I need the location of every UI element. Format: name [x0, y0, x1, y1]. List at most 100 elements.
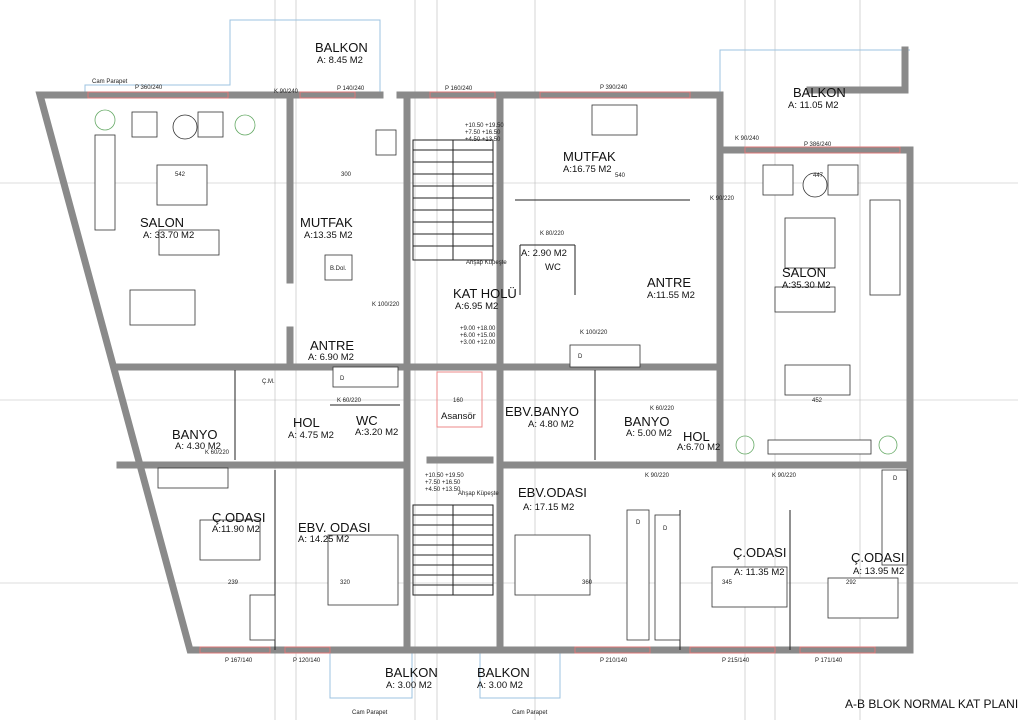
room-area: A:13.35 M2 [304, 230, 353, 241]
room-area: A: 8.45 M2 [317, 55, 363, 66]
room-area: A: 3.00 M2 [386, 680, 432, 691]
plan-line [689, 646, 776, 654]
plan-line [84, 19, 381, 95]
plan-line [869, 199, 901, 296]
plan-label: K 60/220 [337, 398, 362, 404]
plan-label: 540 [615, 173, 626, 179]
room-name: MUTFAK [563, 149, 616, 164]
plan-label: Cam Parapet [352, 710, 388, 716]
room-name: WC [356, 413, 378, 428]
plan-label: 360 [582, 580, 593, 586]
plan-label: D [340, 376, 345, 382]
plan-line [249, 594, 276, 641]
plan-line [827, 577, 899, 619]
plan-line [574, 646, 651, 654]
plan-label: 292 [846, 580, 857, 586]
room-name: ANTRE [647, 275, 691, 290]
plan-line [881, 469, 908, 566]
plan-line [332, 366, 399, 388]
plan-line [429, 91, 496, 99]
plan-label: D [663, 526, 668, 532]
plan-label: D [578, 354, 583, 360]
plan-line [569, 344, 641, 368]
plan-label: K 80/220 [540, 231, 565, 237]
door-labels: K 90/240 K 90/240 K 100/220 K 100/220 K … [205, 89, 797, 479]
lower-stair: +10.50 +19.50 +7.50 +16.50 +4.50 +13.50 … [412, 473, 499, 596]
plan-line [591, 104, 638, 136]
plan-line [784, 217, 836, 269]
room-name: BALKON [793, 85, 846, 100]
plan-label: B.Dol. [330, 266, 347, 272]
plan-label: D [636, 520, 641, 526]
plan-line [156, 164, 208, 206]
plan-label: +9.00 +18.00 [460, 326, 496, 332]
room-area: A: 17.15 M2 [523, 502, 574, 513]
plan-label: P 140/240 [337, 86, 365, 92]
plan-line [767, 439, 872, 455]
plan-label: K 90/220 [710, 196, 735, 202]
plan-label: P 120/140 [293, 658, 321, 664]
plan-label: +10.50 +19.50 [465, 123, 504, 129]
plan-label: P 360/240 [135, 85, 163, 91]
room-area: A: 6.90 M2 [308, 352, 354, 363]
plan-label: +6.00 +15.00 [460, 333, 496, 339]
plan-label: 452 [812, 398, 823, 404]
room-name: HOL [293, 415, 320, 430]
room-area: A: 4.80 M2 [528, 419, 574, 430]
plan-line [329, 650, 413, 699]
room-name: Ç.ODASI [733, 545, 786, 560]
plan-label: +7.50 +16.50 [465, 130, 501, 136]
dimensions: 542 300 540 447 452 239 320 360 345 292 … [175, 172, 857, 586]
plan-line [735, 435, 755, 455]
plan-line [802, 172, 828, 198]
plan-label: K 90/240 [274, 89, 299, 95]
plan-label: 300 [341, 172, 352, 178]
plan-label: 447 [813, 173, 824, 179]
plan-line [199, 646, 271, 654]
room-area: A:6.70 M2 [677, 442, 720, 453]
upper-stair: +10.50 +19.50 +7.50 +16.50 +4.50 +13.50 … [412, 123, 507, 346]
windows [87, 91, 901, 654]
plan-label: D [893, 476, 898, 482]
plan-line [514, 534, 591, 596]
room-area: A:6.95 M2 [455, 301, 498, 312]
plan-label: Cam Parapet [92, 79, 128, 85]
room-name: MUTFAK [300, 215, 353, 230]
room-area: A: 5.00 M2 [626, 428, 672, 439]
plan-line [131, 111, 158, 138]
room-area: A: 33.70 M2 [143, 230, 194, 241]
room-name: BALKON [477, 665, 530, 680]
plan-label: P 390/240 [600, 85, 628, 91]
plan-label: P 167/140 [225, 658, 253, 664]
plan-label: 320 [340, 580, 351, 586]
plan-line [744, 146, 901, 154]
plan-line [878, 435, 898, 455]
room-area: A: 4.75 M2 [288, 430, 334, 441]
plan-label: Ahşap Küpeşte [458, 491, 499, 497]
room-area: A: 2.90 M2 [521, 248, 567, 259]
plan-label: K 60/220 [205, 450, 230, 456]
plan-label: P 386/240 [804, 142, 832, 148]
plan-line [35, 91, 914, 654]
plan-line [129, 289, 196, 326]
plan-label: P 215/140 [722, 658, 750, 664]
room-name: Asansör [441, 411, 476, 422]
room-area: A:35.30 M2 [782, 280, 831, 291]
room-name: SALON [782, 265, 826, 280]
plan-label: +7.50 +16.50 [425, 480, 461, 486]
room-name: Ç.ODASI [212, 510, 265, 525]
plan-label: K 90/220 [645, 473, 670, 479]
plan-line [654, 514, 681, 641]
plan-line [774, 286, 836, 313]
plan-line [234, 114, 256, 136]
plan-label: Ç.M. [262, 379, 275, 385]
plan-line [626, 509, 650, 641]
plan-line [87, 91, 229, 99]
window-labels: P 360/240 P 140/240 P 160/240 P 390/240 … [92, 79, 843, 716]
room-area: A: 3.00 M2 [477, 680, 523, 691]
plan-line [539, 91, 691, 99]
room-name: SALON [140, 215, 184, 230]
room-name: BANYO [624, 414, 670, 429]
plan-line [157, 467, 229, 489]
